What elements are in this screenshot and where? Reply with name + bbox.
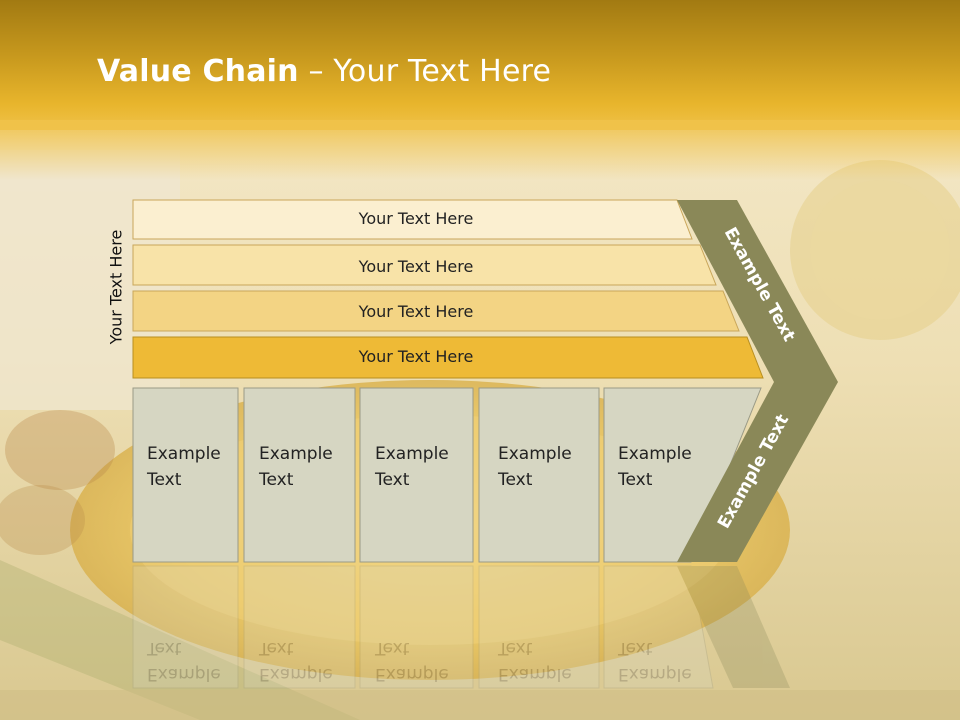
slide-title: Value Chain – Your Text Here bbox=[97, 54, 551, 89]
row-label: Your Text Here bbox=[358, 347, 474, 366]
title-bold: Value Chain bbox=[97, 54, 299, 89]
svg-text:ExampleText: ExampleText bbox=[146, 638, 221, 684]
row-bar[interactable] bbox=[132, 336, 764, 379]
activity-box[interactable] bbox=[359, 387, 474, 563]
svg-text:ExampleText: ExampleText bbox=[258, 638, 333, 684]
support-rows: Your Text Here Your Text Here Your Text … bbox=[132, 199, 764, 379]
row-bar[interactable] bbox=[132, 290, 740, 332]
header-fade bbox=[0, 120, 960, 180]
row-label: Your Text Here bbox=[358, 302, 474, 321]
activity-box[interactable] bbox=[132, 387, 239, 563]
row-bar[interactable] bbox=[132, 199, 693, 240]
reflection: ExampleText ExampleText ExampleText Exam… bbox=[132, 565, 790, 689]
row-bar[interactable] bbox=[132, 244, 717, 286]
title-rest: – Your Text Here bbox=[298, 54, 552, 89]
row-label: Your Text Here bbox=[358, 257, 474, 276]
row-label: Your Text Here bbox=[358, 209, 474, 228]
svg-text:ExampleText: ExampleText bbox=[374, 638, 449, 684]
activity-box[interactable] bbox=[478, 387, 600, 563]
activity-box[interactable] bbox=[243, 387, 356, 563]
header-bar bbox=[0, 0, 960, 130]
svg-text:ExampleText: ExampleText bbox=[497, 638, 572, 684]
chevron-top[interactable] bbox=[677, 200, 838, 382]
svg-text:ExampleText: ExampleText bbox=[617, 638, 692, 684]
chevron-bottom[interactable] bbox=[677, 382, 838, 562]
